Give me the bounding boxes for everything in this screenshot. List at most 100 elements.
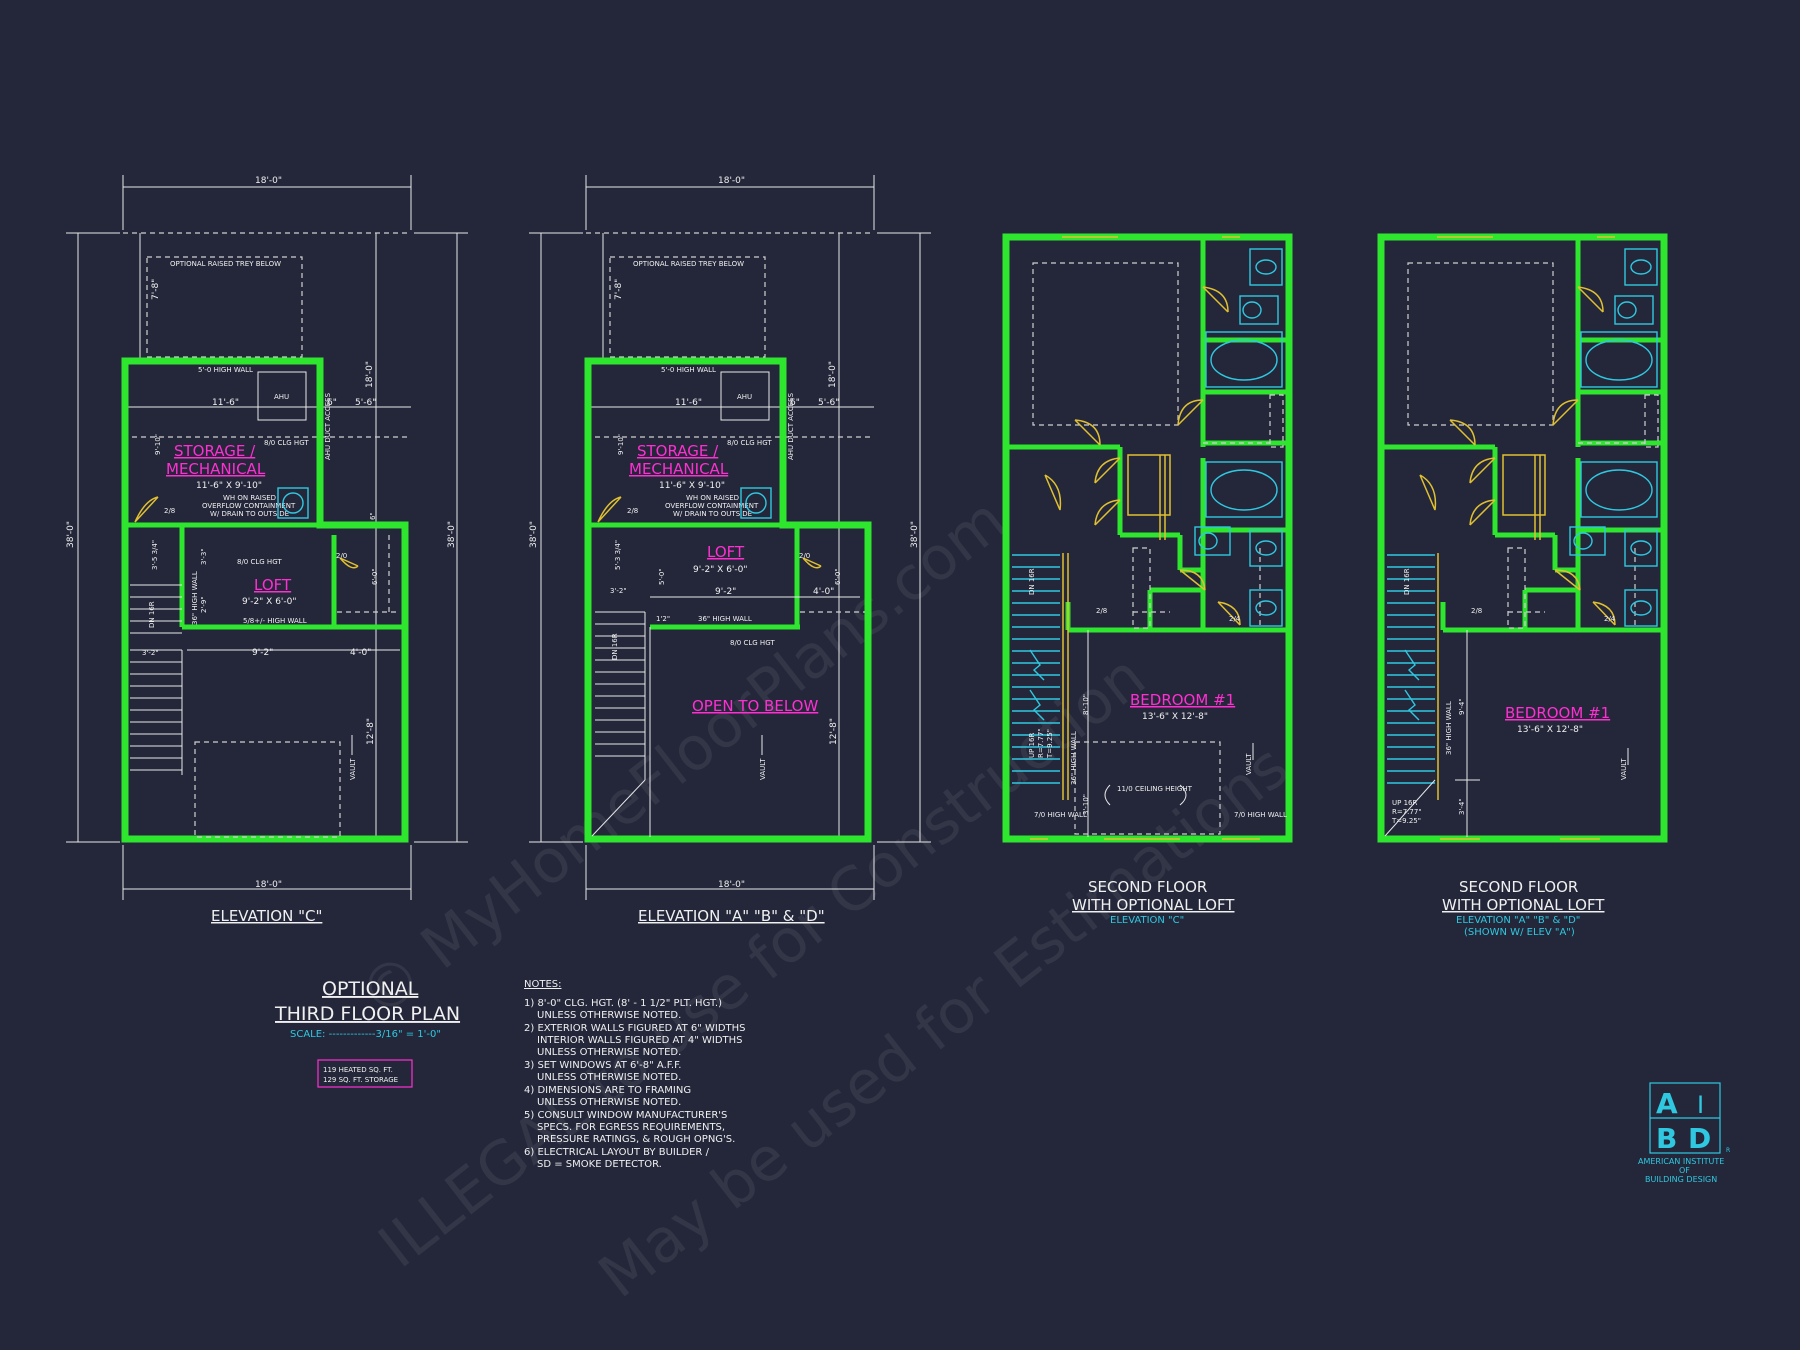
note-line: UNLESS OTHERWISE NOTED. — [537, 1047, 681, 1058]
stair-tread: T=9.25" — [1391, 817, 1421, 825]
dim-11-6: 11'-6" — [675, 398, 702, 408]
note-line: 1) 8'-0" CLG. HGT. (8' - 1 1/2" PLT. HGT… — [524, 998, 722, 1009]
loft-dim: 9'-2" X 6'-0" — [693, 565, 748, 575]
room-loft: LOFT — [254, 576, 292, 594]
dim-18-0-vert: 18'-0" — [828, 361, 838, 388]
note-line: INTERIOR WALLS FIGURED AT 4" WIDTHS — [537, 1035, 743, 1046]
dim-overall-bottom: 18'-0" — [255, 880, 282, 890]
sink-3 — [1249, 589, 1283, 627]
note-line: SD = SMOKE DETECTOR. — [537, 1159, 662, 1170]
sink — [1624, 248, 1658, 286]
open-to-below: OPEN TO BELOW — [692, 697, 818, 715]
stair — [591, 611, 646, 837]
vault-label: VAULT — [1245, 753, 1253, 775]
dim-overall-left: 38'-0" — [529, 521, 539, 548]
wall-58-note: 5/8+/- HIGH WALL — [243, 617, 307, 625]
tray-note: OPTIONAL RAISED TREY BELOW — [170, 260, 281, 268]
loft-dim: 9'-2" X 6'-0" — [242, 597, 297, 607]
plan-second-floor-elev-c: 2/8 2/4 D — [1002, 233, 1293, 926]
dim-overall-top: 18'-0" — [255, 176, 282, 186]
tub-2 — [1205, 461, 1283, 518]
bedroom-dim: 13'-6" X 12'-8" — [1142, 712, 1208, 722]
title-scale: SCALE: -------------3/16" = 1'-0" — [290, 1029, 441, 1040]
tray-outline — [1032, 262, 1179, 426]
wall-36-note: 36" HIGH WALL — [191, 571, 199, 625]
room-loft: LOFT — [707, 543, 745, 561]
stair-tread: T=9.25" — [1046, 729, 1054, 759]
wall-50-note: 5'-0 HIGH WALL — [198, 366, 253, 374]
vault-label: VAULT — [759, 758, 767, 780]
area-heated: 119 HEATED SQ. FT. — [323, 1066, 393, 1074]
dim-6-v: 6" — [369, 512, 377, 520]
dim-12-8: 12'-8" — [829, 718, 839, 745]
logo-letter-a: A — [1656, 1087, 1678, 1120]
title-block: OPTIONAL THIRD FLOOR PLAN SCALE: -------… — [274, 978, 460, 1088]
dim-3-2: 3'-2" — [142, 649, 159, 657]
note-line: SPECS. FOR EGRESS REQUIREMENTS, — [537, 1122, 725, 1133]
note-line: 5) CONSULT WINDOW MANUFACTURER'S — [524, 1110, 727, 1121]
area-storage: 129 SQ. FT. STORAGE — [323, 1076, 398, 1084]
vault-label: VAULT — [349, 758, 357, 780]
dim-3-4: 3'-4" — [1458, 798, 1466, 815]
room-storage-line2: MECHANICAL — [629, 460, 729, 478]
dim-9-2: 9'-2" — [252, 648, 273, 658]
door-24: 2/4 — [1604, 615, 1616, 623]
title-third-floor-plan: THIRD FLOOR PLAN — [274, 1003, 460, 1025]
stair-riser: R=7.77" — [1392, 808, 1422, 816]
subtitle-elevation: ELEVATION "A" "B" & "D" — [1456, 915, 1580, 926]
logo-line3: BUILDING DESIGN — [1645, 1175, 1717, 1184]
clg-height-loft: 8/0 CLG HGT — [237, 558, 282, 566]
dim-1-2: 1'2" — [656, 615, 670, 623]
dim-5-0: 5'-0" — [658, 568, 666, 585]
room-bedroom: BEDROOM #1 — [1130, 691, 1235, 709]
sink-3 — [1624, 589, 1658, 627]
dim-3-3: 3'-3" — [200, 548, 208, 565]
ahu-access-note: AHU DUCT ACCESS — [787, 392, 795, 460]
door-20: 2/0 — [336, 552, 347, 560]
note-line: UNLESS OTHERWISE NOTED. — [537, 1072, 681, 1083]
plan-second-floor-elev-abd: 2/8 2/4 DN 16R — [1377, 233, 1668, 938]
title-optional-loft: WITH OPTIONAL LOFT — [1072, 896, 1235, 914]
door-28: 2/8 — [1471, 607, 1482, 615]
note-line: UNLESS OTHERWISE NOTED. — [537, 1010, 681, 1021]
stair — [1012, 553, 1069, 800]
note-line: PRESSURE RATINGS, & ROUGH OPNG'S. — [537, 1134, 735, 1145]
dim-6-0: 6'-0" — [371, 568, 379, 585]
dim-6-r: 6" — [790, 398, 800, 408]
ahu-access-note: AHU DUCT ACCESS — [324, 392, 332, 460]
plan-label-elev-c: ELEVATION "C" — [211, 907, 322, 925]
plan-label-elev-abd: ELEVATION "A" "B" & "D" — [638, 907, 825, 925]
clg-height-open: 8/0 CLG HGT — [730, 639, 775, 647]
dim-7-8: 7'-8" — [614, 279, 624, 300]
ahu-label: AHU — [274, 393, 289, 401]
dim-11-6: 11'-6" — [212, 398, 239, 408]
watermark-copyright: © MyHomeFloorPlans.com — [346, 485, 1019, 1032]
dim-overall-right: 38'-0" — [447, 521, 457, 548]
title-optional-loft: WITH OPTIONAL LOFT — [1442, 896, 1605, 914]
wall-36-note: 36" HIGH WALL — [1445, 701, 1453, 755]
optional-tray-outline — [146, 256, 303, 358]
bedroom-dim: 13'-6" X 12'-8" — [1517, 725, 1583, 735]
logo-letter-b: B — [1656, 1122, 1677, 1155]
storage-dim: 11'-6" X 9'-10" — [196, 481, 262, 491]
aibd-logo: A I B D R AMERICAN INSTITUTE OF BUILDING… — [1638, 1082, 1730, 1184]
vault-label: VAULT — [1620, 758, 1628, 780]
toilet — [1239, 295, 1279, 325]
door-28: 2/8 — [627, 507, 638, 515]
ceiling-height-note: 11/0 CEILING HEIGHT — [1117, 785, 1193, 793]
dim-7-8: 7'-8" — [151, 279, 161, 300]
note-line: 2) EXTERIOR WALLS FIGURED AT 6" WIDTHS — [524, 1023, 746, 1034]
plan-elevation-abd: 18'-0" 18'-0" 38'-0" 38'-0" OPTIONAL RAI… — [529, 175, 931, 925]
wall-36-note: 36" HIGH WALL — [1070, 731, 1078, 785]
stair — [1384, 553, 1439, 837]
closet-shelving — [1127, 454, 1171, 516]
dim-overall-bottom: 18'-0" — [718, 880, 745, 890]
subtitle-elevation: ELEVATION "C" — [1110, 915, 1184, 926]
title-second-floor: SECOND FLOOR — [1088, 878, 1207, 896]
stair-riser: R=7.77" — [1037, 728, 1045, 758]
door-28: 2/8 — [1096, 607, 1107, 615]
dim-8-10: 8'-10" — [1082, 694, 1090, 715]
dim-9-4: 9'-4" — [1458, 698, 1466, 715]
dim-3-10: 3'-10" — [1082, 794, 1090, 815]
